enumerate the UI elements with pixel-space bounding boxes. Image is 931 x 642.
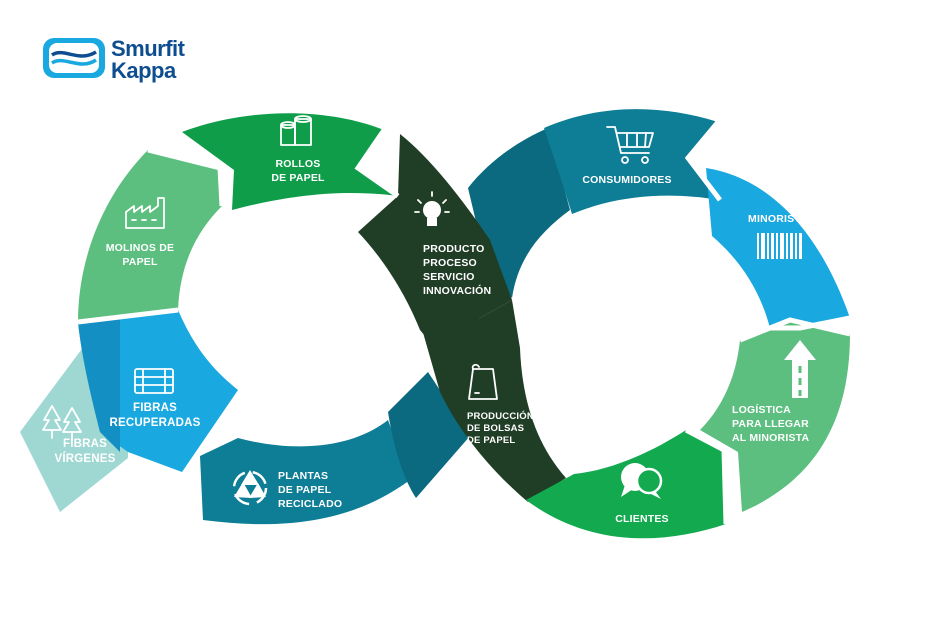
clientes-line-1: CLIENTES [615,513,669,525]
factory-icon [125,197,165,229]
plantas-line-1: PLANTAS [278,470,328,482]
speech-bubbles-icon [621,463,663,499]
paper-rolls-icon [280,115,312,146]
producto-line-2: PROCESO [423,257,477,269]
shopping-cart-icon [606,126,654,164]
producto-line-1: PRODUCTO [423,243,485,255]
smurfit-kappa-logo: Smurfit Kappa [43,36,186,83]
brand-line-1: Smurfit [111,36,186,61]
fibras-recuperadas-line-2: RECUPERADAS [109,417,200,429]
logistica-line-2: PARA LLEGAR [732,418,809,430]
segment-crossing-lower-teal [388,372,470,498]
label-fibras-recuperadas: FIBRAS RECUPERADAS [109,402,200,429]
produccion-line-3: DE PAPEL [467,435,515,446]
label-fibras-virgenes: FIBRAS VÍRGENES [54,438,115,465]
plantas-line-3: RECICLADO [278,498,342,510]
rollos-line-2: DE PAPEL [271,172,325,184]
bale-icon [134,368,174,394]
logistica-line-3: AL MINORISTA [732,432,809,444]
molinos-line-1: MOLINOS DE [106,242,175,254]
consumidores-line-1: CONSUMIDORES [582,174,671,186]
rollos-line-1: ROLLOS [276,158,321,170]
segment-separators [77,120,851,525]
produccion-line-2: DE BOLSAS [467,423,524,434]
logistica-line-1: LOGÍSTICA [732,403,791,416]
segment-molinos-de-papel [78,150,222,322]
road-arrow-icon [784,340,816,398]
fibras-recuperadas-line-1: FIBRAS [133,402,177,414]
label-rollos-de-papel: ROLLOS DE PAPEL [271,158,325,184]
segment-logistica [700,320,850,512]
label-minorista: MINORISTA [748,213,808,225]
paper-bag-icon [468,363,498,400]
produccion-line-1: PRODUCCIÓN [467,410,534,422]
molinos-line-2: PAPEL [122,256,158,268]
label-logistica: LOGÍSTICA PARA LLEGAR AL MINORISTA [732,403,809,444]
label-consumidores: CONSUMIDORES [582,174,671,186]
producto-line-4: INNOVACIÓN [423,284,491,297]
plantas-line-2: DE PAPEL [278,484,332,496]
barcode-icon [757,233,802,259]
brand-line-2: Kappa [111,58,177,83]
fibras-virgenes-line-2: VÍRGENES [54,452,115,465]
label-molinos-de-papel: MOLINOS DE PAPEL [106,242,175,268]
segment-plantas-reciclado [200,420,410,525]
segment-producto-proceso [358,134,512,342]
minorista-line-1: MINORISTA [748,213,808,225]
recycle-icon [232,470,268,506]
producto-line-3: SERVICIO [423,271,475,283]
label-producto-proceso: PRODUCTO PROCESO SERVICIO INNOVACIÓN [423,243,491,297]
trees-icon [42,405,82,441]
label-plantas-reciclado: PLANTAS DE PAPEL RECICLADO [278,470,342,510]
segment-produccion-bolsas [420,300,566,502]
segment-rollos-de-papel [182,113,398,210]
lightbulb-icon [414,191,450,226]
segment-consumidores [544,109,720,214]
fibras-virgenes-line-1: FIBRAS [63,438,107,450]
label-produccion-bolsas: PRODUCCIÓN DE BOLSAS DE PAPEL [467,410,534,446]
label-clientes: CLIENTES [615,513,669,525]
